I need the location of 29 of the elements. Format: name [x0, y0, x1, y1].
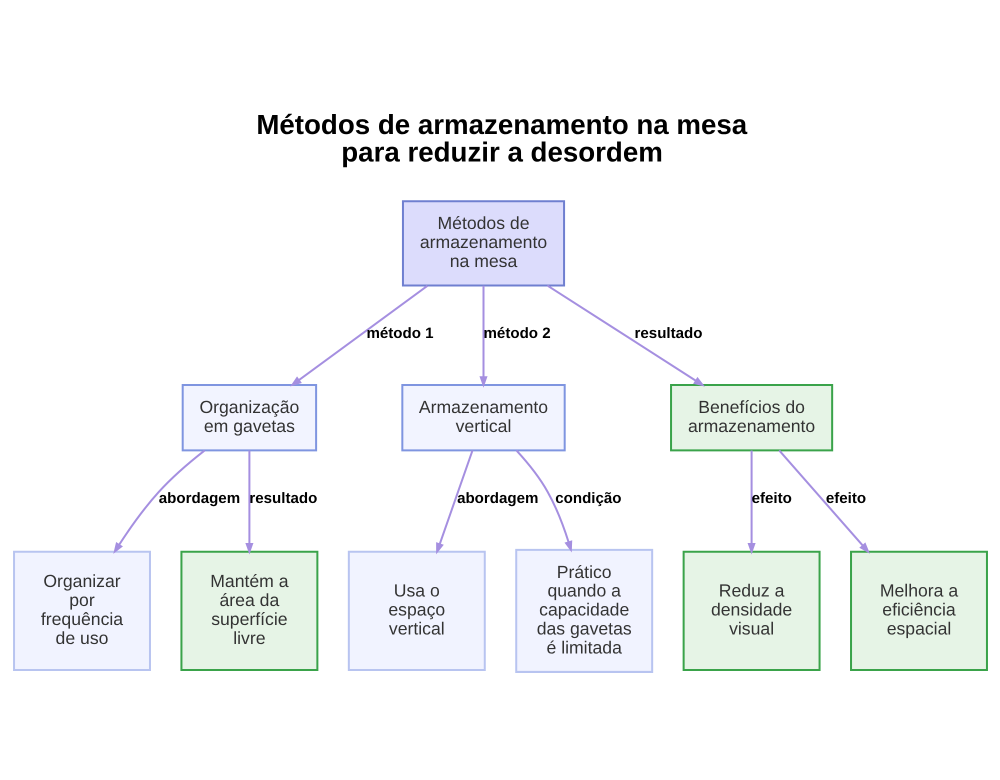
edge-label: método 1: [366, 324, 434, 342]
arrow: [436, 450, 473, 554]
arrow: [290, 284, 428, 387]
arrow: [515, 450, 572, 552]
node-box: Armazenamento vertical: [400, 384, 566, 452]
edge-label: abordagem: [456, 490, 538, 507]
arrow: [244, 450, 253, 555]
edge-label: efeito: [751, 490, 792, 507]
edge-label: método 2: [483, 324, 550, 342]
node-box: Reduz a densidade visual: [682, 550, 820, 672]
edge-label: abordagem: [158, 490, 240, 507]
diagram-title: Métodos de armazenamento na mesa para reduzir a desordem: [256, 108, 747, 168]
node-box: Prático quando a capacidade das gavetas é limitada: [514, 548, 653, 673]
edge-label: condição: [554, 490, 622, 507]
arrow: [478, 286, 488, 388]
node-box: Mantém a área da superfície livre: [180, 550, 318, 672]
arrow: [546, 284, 705, 387]
node-box: Melhora a eficiência espacial: [850, 550, 988, 672]
node-box: Benefícios do armazenamento: [670, 384, 833, 452]
arrow: [112, 450, 205, 554]
edge-label: efeito: [825, 490, 866, 507]
edge-label: resultado: [634, 324, 702, 342]
node-box: Métodos de armazenamento na mesa: [401, 200, 565, 287]
node-box: Organizar por frequência de uso: [12, 550, 150, 672]
edge-label: resultado: [248, 490, 317, 507]
arrow: [747, 450, 756, 555]
node-box: Usa o espaço vertical: [347, 550, 486, 672]
arrow: [778, 450, 870, 554]
node-box: Organização em gavetas: [181, 384, 317, 452]
